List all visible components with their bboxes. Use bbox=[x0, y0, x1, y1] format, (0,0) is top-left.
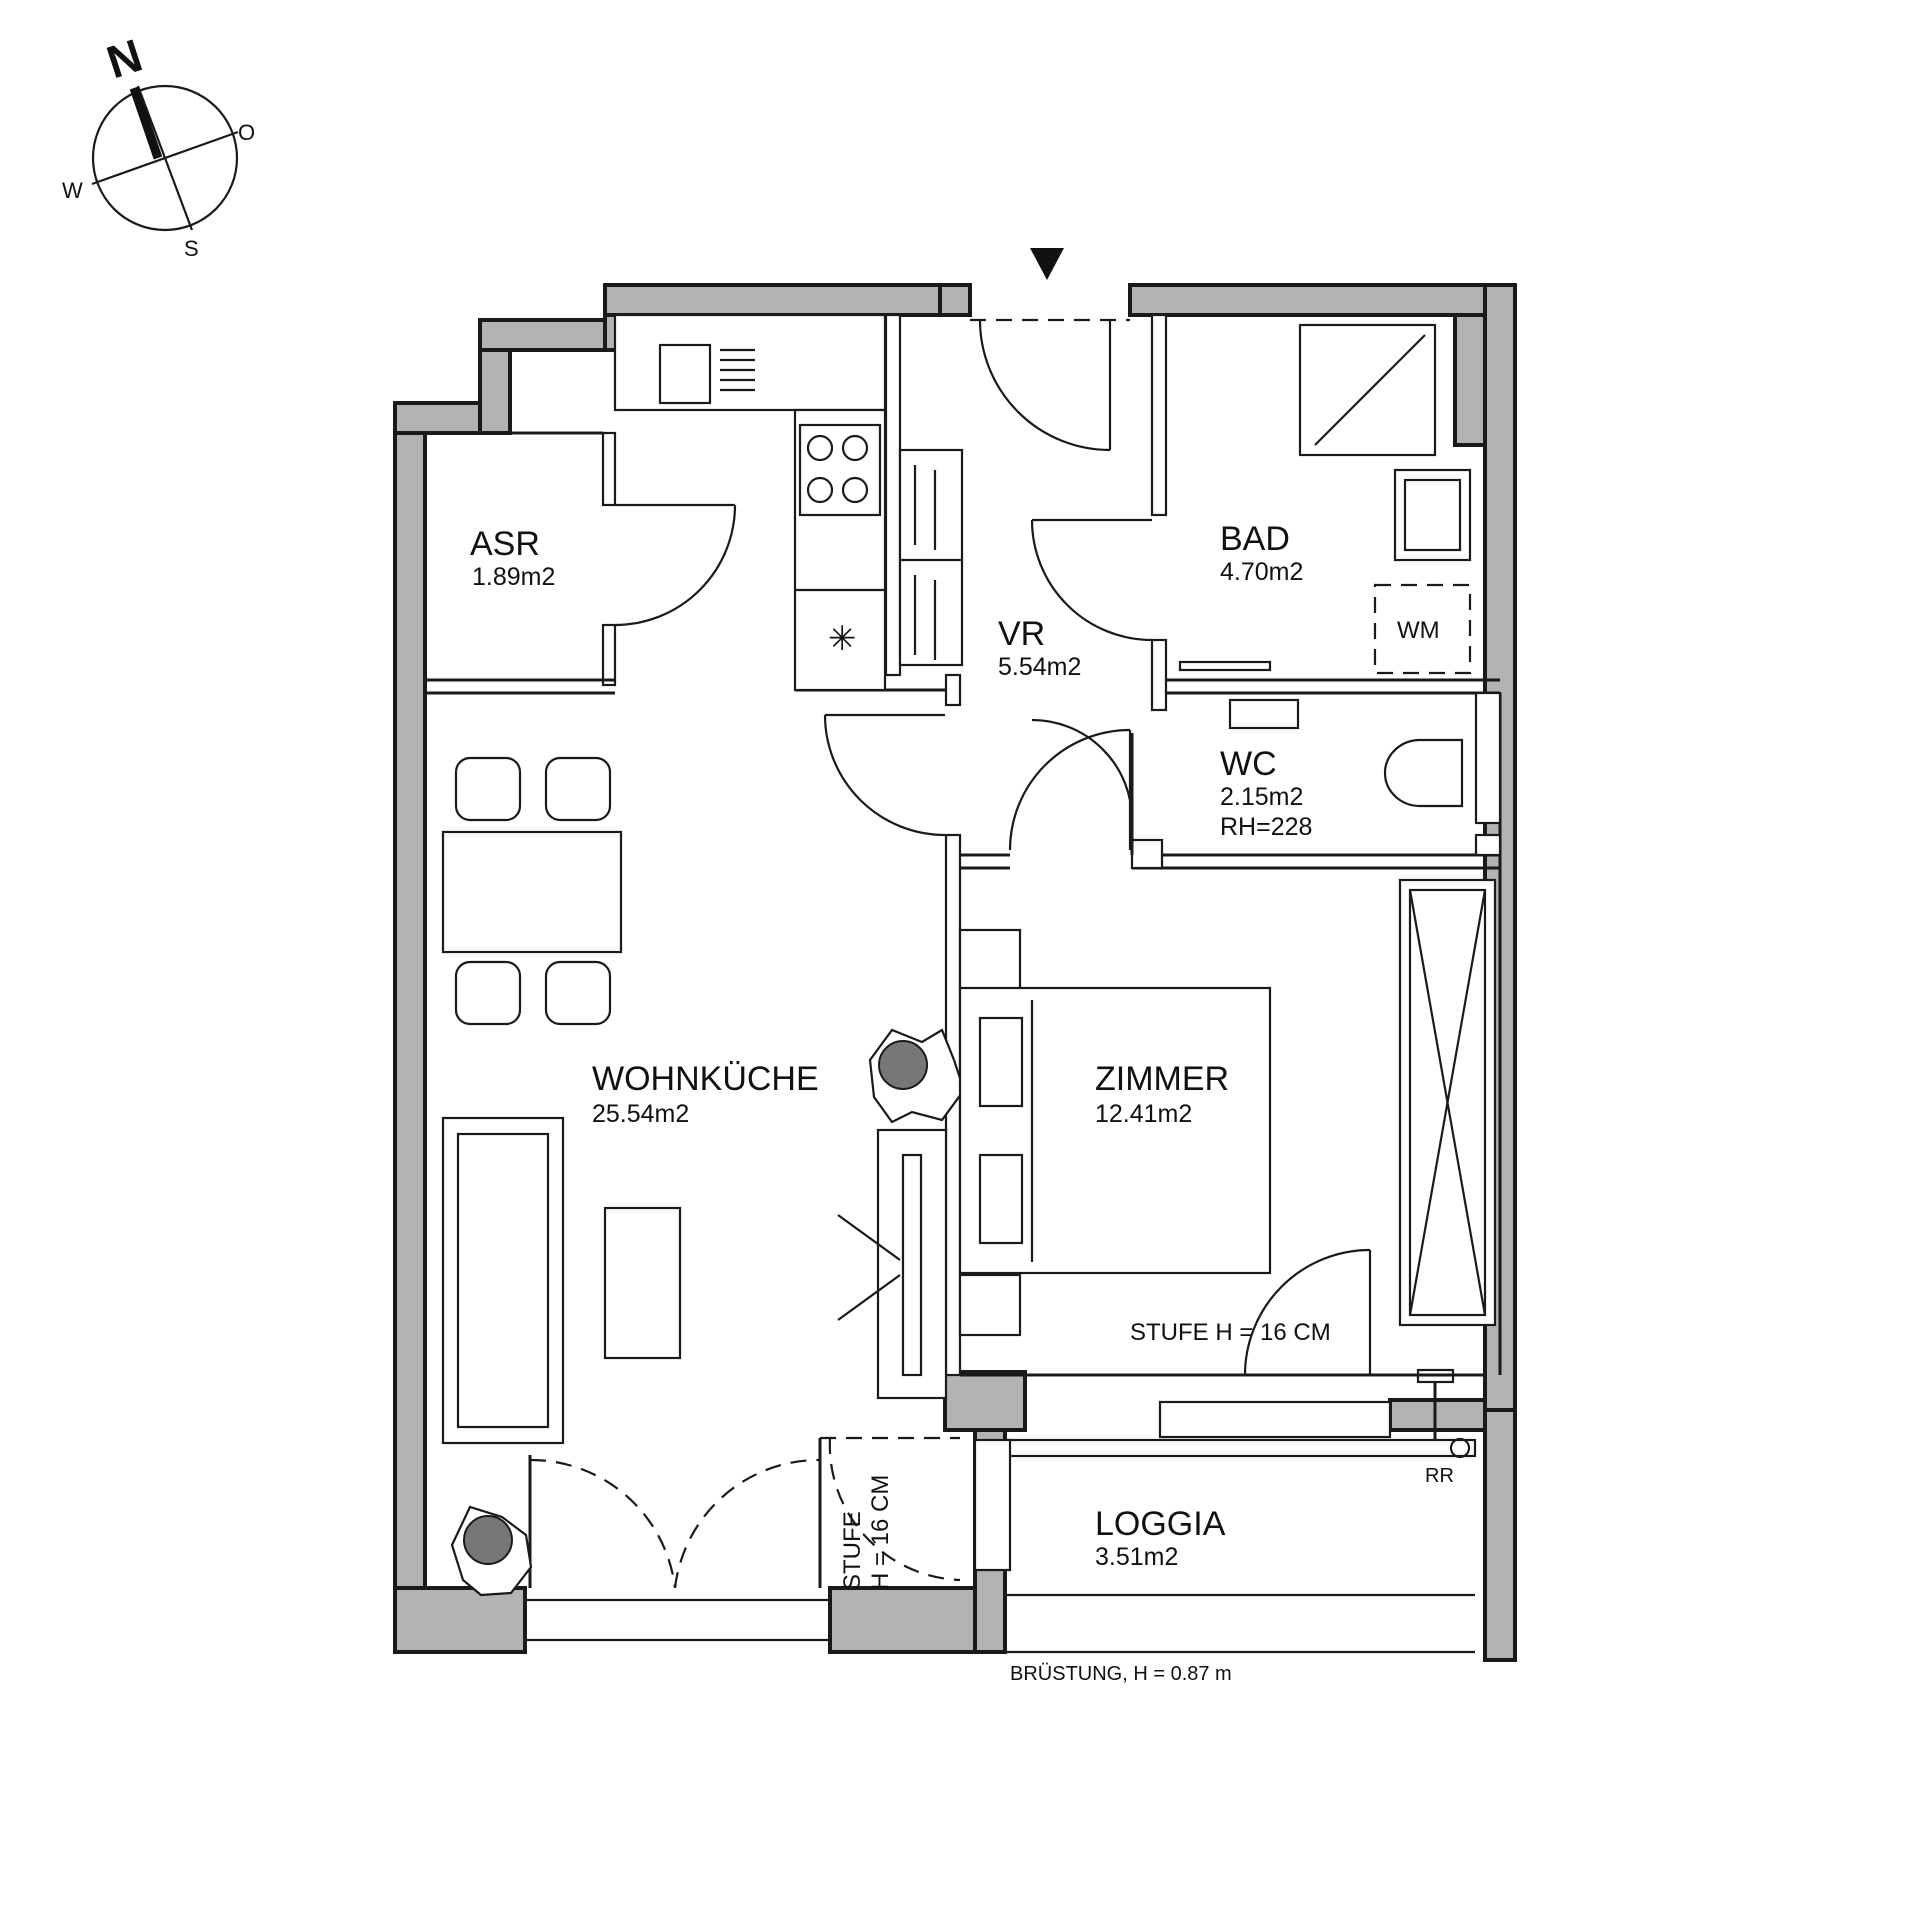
room-wohnkueche: WOHNKÜCHE 25.54m2 bbox=[592, 1060, 819, 1128]
room-name: ZIMMER bbox=[1095, 1060, 1229, 1098]
sink-icon bbox=[658, 343, 712, 405]
kitchen: ✳ bbox=[613, 313, 887, 692]
entrance-arrow-icon bbox=[1030, 248, 1064, 280]
dining-table bbox=[441, 830, 623, 954]
wardrobe-vr bbox=[898, 448, 964, 667]
room-height: RH=228 bbox=[1220, 813, 1312, 841]
rain-pipe-icon bbox=[1449, 1437, 1471, 1459]
room-area: 4.70m2 bbox=[1220, 558, 1303, 586]
dining-set bbox=[441, 756, 623, 1026]
room-area: 3.51m2 bbox=[1095, 1543, 1178, 1571]
room-name: BAD bbox=[1220, 520, 1290, 558]
compass-south-label: S bbox=[184, 236, 199, 261]
living-furniture bbox=[441, 1116, 948, 1445]
room-bad: BAD 4.70m2 bbox=[1220, 520, 1303, 586]
room-name: WC bbox=[1220, 745, 1277, 783]
bathroom-fixtures: WM bbox=[1178, 323, 1472, 675]
room-area: 5.54m2 bbox=[998, 653, 1081, 681]
room-name: LOGGIA bbox=[1095, 1505, 1226, 1543]
wc-fixtures bbox=[1228, 698, 1464, 808]
plant-icon bbox=[450, 1505, 533, 1597]
room-name: ASR bbox=[470, 525, 540, 563]
compass-rose: N O S W bbox=[62, 29, 255, 261]
compass-east-label: O bbox=[238, 120, 255, 145]
rain-pipe-label: RR bbox=[1425, 1465, 1454, 1487]
room-loggia: LOGGIA 3.51m2 bbox=[1095, 1505, 1226, 1571]
bedroom-furniture bbox=[958, 878, 1497, 1337]
step-note-line-1: STUFE bbox=[839, 1511, 866, 1590]
parapet-note: BRÜSTUNG, H = 0.87 m bbox=[1010, 1663, 1232, 1685]
room-area: 12.41m2 bbox=[1095, 1100, 1192, 1128]
room-area: 25.54m2 bbox=[592, 1100, 689, 1128]
coffee-table bbox=[603, 1206, 682, 1360]
room-area: 1.89m2 bbox=[472, 563, 555, 591]
room-name: WOHNKÜCHE bbox=[592, 1060, 819, 1098]
washing-machine-icon bbox=[1373, 583, 1472, 675]
step-note-zimmer: STUFE H = 16 CM bbox=[1130, 1319, 1331, 1346]
washbasin-icon bbox=[1393, 468, 1472, 562]
room-wc: WC 2.15m2 RH=228 bbox=[1220, 745, 1312, 841]
fan-icon: ✳ bbox=[828, 620, 857, 658]
interior-walls bbox=[425, 313, 1502, 1377]
room-name: VR bbox=[998, 615, 1045, 653]
room-vr: VR 5.54m2 bbox=[998, 615, 1081, 681]
north-needle-icon bbox=[129, 86, 163, 160]
compass-north-label: N bbox=[101, 29, 149, 89]
double-bed bbox=[958, 986, 1272, 1275]
step-note-kitchen: STUFE H = 16 CM bbox=[839, 1475, 894, 1590]
toilet-icon bbox=[1383, 738, 1464, 808]
compass-circle bbox=[91, 84, 239, 232]
step-note-line-2: H = 16 CM bbox=[867, 1475, 894, 1590]
plant-icon bbox=[868, 1028, 966, 1124]
sofa bbox=[441, 1116, 565, 1445]
washing-machine-label: WM bbox=[1397, 617, 1440, 644]
tv-unit bbox=[876, 1128, 948, 1400]
loggia-railing bbox=[973, 1368, 1477, 1654]
compass-west-label: W bbox=[62, 178, 83, 203]
doors bbox=[525, 318, 1390, 1642]
walls bbox=[393, 283, 1517, 1662]
room-asr: ASR 1.89m2 bbox=[470, 525, 555, 591]
room-area: 2.15m2 bbox=[1220, 783, 1303, 811]
room-zimmer: ZIMMER 12.41m2 bbox=[1095, 1060, 1229, 1128]
